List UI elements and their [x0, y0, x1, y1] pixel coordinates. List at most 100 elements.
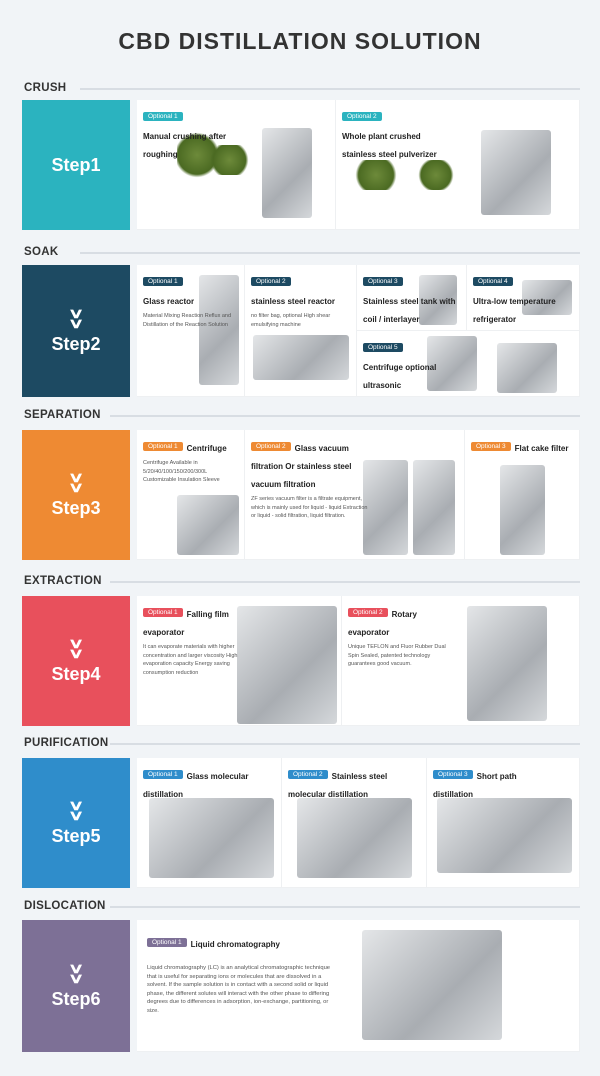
- equipment-image: [262, 128, 312, 218]
- section-label: EXTRACTION: [24, 575, 102, 587]
- chevron-down-icon: ∨∨: [67, 959, 85, 986]
- option-title: Rotary evaporator: [348, 610, 417, 637]
- step-block: ∨∨Step3: [22, 430, 130, 560]
- option-badge: Optional 1: [143, 112, 183, 122]
- option-description: Unique TEFLON and Fluor Rubber Dual Spin…: [348, 644, 446, 667]
- option-title: Falling film evaporator: [143, 610, 229, 637]
- option-badge: Optional 1: [147, 938, 187, 948]
- step-label: Step2: [51, 333, 101, 354]
- option-description: no filter bag, optional High shear emuls…: [251, 313, 331, 328]
- option-badge: Optional 3: [363, 277, 403, 287]
- option-badge: Optional 1: [143, 277, 183, 287]
- equipment-image: [253, 335, 349, 380]
- equipment-image: [149, 798, 274, 878]
- step-label: Step3: [51, 497, 101, 518]
- equipment-image: [419, 275, 457, 325]
- equipment-image: [207, 145, 252, 175]
- option-panel: Optional 2 stainless steel reactor no filt…: [245, 265, 357, 397]
- step-block: ∨∨Step4: [22, 596, 130, 726]
- option-title: Manual crushing after roughing: [143, 132, 227, 159]
- option-badge: Optional 1: [143, 770, 183, 780]
- option-title: Glass vacuum filtration Or stainless ste…: [251, 444, 352, 489]
- option-badge: Optional 2: [288, 770, 328, 780]
- step-label: Step6: [51, 988, 101, 1009]
- chevron-down-icon: ∨∨: [67, 468, 85, 495]
- step-label: Step4: [51, 663, 101, 684]
- divider: [80, 88, 580, 90]
- equipment-image: [237, 606, 337, 724]
- page-title: CBD DISTILLATION SOLUTION: [118, 28, 482, 54]
- step-block: ∨∨Step6: [22, 920, 130, 1052]
- equipment-image: [199, 275, 239, 385]
- chevron-down-icon: ∨∨: [67, 304, 85, 331]
- equipment-image: [500, 465, 545, 555]
- option-title: stainless steel reactor: [251, 297, 336, 306]
- option-panel: Optional 1 Manual crushing after roughing: [137, 100, 336, 230]
- section-label: PURIFICATION: [24, 737, 109, 749]
- section-label: CRUSH: [24, 82, 67, 94]
- equipment-image: [177, 495, 239, 555]
- step-block: ∨∨Step2: [22, 265, 130, 397]
- equipment-image: [351, 160, 401, 190]
- option-title: Stainless steel molecular distillation: [288, 772, 388, 799]
- divider: [110, 906, 580, 908]
- option-title: Short path distillation: [433, 772, 517, 799]
- option-title: Flat cake filter: [514, 444, 569, 453]
- section-label: SEPARATION: [24, 409, 101, 421]
- step-label: Step1: [51, 154, 101, 175]
- option-title: Centrifuge: [186, 444, 227, 453]
- option-title: Whole plant crushed stainless steel pulv…: [342, 132, 437, 159]
- option-title: Liquid chromatography: [190, 940, 280, 949]
- option-description: It can evaporate materials with higher c…: [143, 644, 238, 676]
- step-block: Step1: [22, 100, 130, 230]
- option-badge: Optional 2: [342, 112, 382, 122]
- option-badge: Optional 5: [363, 343, 403, 353]
- option-badge: Optional 1: [143, 442, 183, 452]
- equipment-image: [427, 336, 477, 391]
- equipment-image: [481, 130, 551, 215]
- equipment-image: [297, 798, 412, 878]
- step-block: ∨∨Step5: [22, 758, 130, 888]
- option-badge: Optional 2: [251, 277, 291, 287]
- option-title: Glass reactor: [143, 297, 195, 306]
- divider: [110, 743, 580, 745]
- chevron-down-icon: ∨∨: [67, 634, 85, 661]
- options-card: Optional 1 Manual crushing after roughing…: [137, 100, 580, 230]
- equipment-image: [413, 460, 455, 555]
- equipment-image: [416, 160, 456, 190]
- equipment-image: [362, 930, 502, 1040]
- section-label: DISLOCATION: [24, 900, 106, 912]
- divider: [110, 581, 580, 583]
- option-badge: Optional 2: [348, 608, 388, 618]
- option-badge: Optional 3: [471, 442, 511, 452]
- equipment-image: [497, 343, 557, 393]
- option-description: ZF series vacuum filter is a filtrate eq…: [251, 496, 368, 519]
- option-description: Centrifuge Available in 5/20/40/100/150/…: [143, 460, 220, 483]
- option-panel: Optional 4 Ultra-low temperature refriger…: [467, 265, 580, 331]
- step-label: Step5: [51, 825, 101, 846]
- option-description: Material Mixing Reaction Reflux and Dist…: [143, 313, 232, 328]
- option-title: Ultra-low temperature refrigerator: [473, 297, 556, 324]
- equipment-image: [363, 460, 408, 555]
- option-badge: Optional 4: [473, 277, 513, 287]
- option-badge: Optional 2: [251, 442, 291, 452]
- option-panel: Optional 2 Whole plant crushed stainless …: [336, 100, 580, 230]
- divider: [80, 252, 580, 254]
- equipment-image: [522, 280, 572, 315]
- option-title: Stainless steel tank with coil / interla…: [363, 297, 456, 324]
- option-badge: Optional 3: [433, 770, 473, 780]
